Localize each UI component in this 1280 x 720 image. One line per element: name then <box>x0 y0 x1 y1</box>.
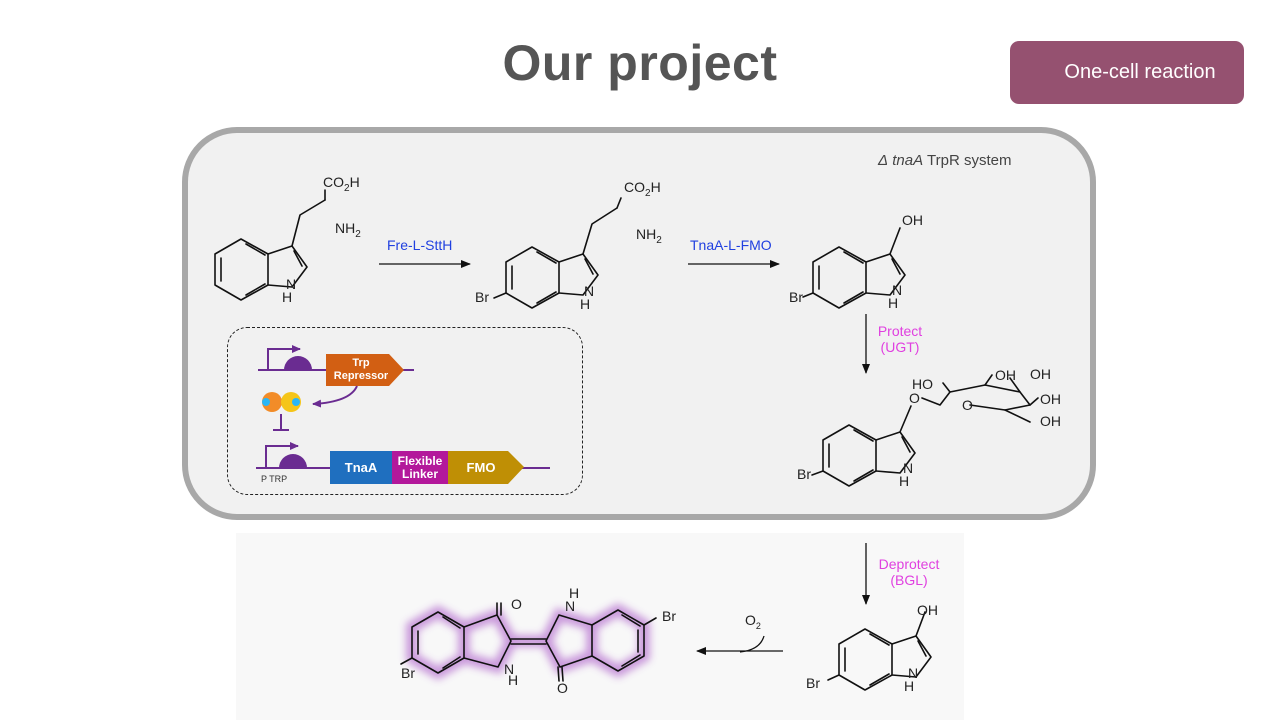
oh-label-1: OH <box>995 367 1016 383</box>
promoter-label: P TRP <box>261 474 288 484</box>
indole-n-label-3: N <box>892 282 903 298</box>
indole-h-label-5: H <box>904 678 915 694</box>
indole-h-label-2: H <box>580 296 591 312</box>
indole-n-label-4: N <box>903 460 914 476</box>
amine-label-2: NH2 <box>636 226 662 246</box>
protect-text: Protect <box>877 323 923 339</box>
nh2-subscript: 2 <box>355 228 361 240</box>
indole-h-label-4: H <box>899 473 910 489</box>
slide-title: Our project <box>502 35 778 91</box>
trp-text: Trp <box>352 357 370 369</box>
deprotect-text: Deprotect <box>878 556 940 572</box>
o-text: O <box>745 612 756 628</box>
bromo-label-4: Br <box>797 466 811 482</box>
nh-text-2: NH <box>636 226 657 242</box>
indigo-bromo-label-1: Br <box>401 665 415 681</box>
co-text: CO <box>323 174 344 190</box>
reaction-arrows <box>379 260 870 655</box>
oh-label-3: OH <box>1040 391 1061 407</box>
ring-o-label: O <box>962 397 973 413</box>
nh-text: NH <box>335 220 356 236</box>
tnaa-construct <box>256 442 550 484</box>
indigo-h-label-1: H <box>569 585 580 601</box>
indole-n-label-2: N <box>584 283 595 299</box>
ugt-text: (UGT) <box>880 339 920 355</box>
repressor-text: Repressor <box>333 370 389 382</box>
delta-symbol: Δ <box>878 152 889 169</box>
indole-h-label-3: H <box>888 295 899 311</box>
ketone-o-label-2: O <box>557 680 568 696</box>
indole-n-label: N <box>286 276 297 292</box>
bromoindoxyl-lower-structure <box>827 611 932 691</box>
bromo-label-2: Br <box>475 289 489 305</box>
h-text: H <box>349 174 360 190</box>
flexible-text: Flexible <box>397 453 443 468</box>
oh-label-2: OH <box>1030 366 1051 382</box>
nh2-subscript-2: 2 <box>656 234 662 246</box>
tryptophan-structure <box>214 189 326 301</box>
amine-label: NH2 <box>335 220 361 240</box>
hydroxyl-label-3: OH <box>902 212 923 228</box>
enzyme-tnaa-l-fmo: TnaA-L-FMO <box>690 237 772 253</box>
tyrian-purple-structure <box>400 602 657 682</box>
indigo-h-label-2: H <box>508 672 519 688</box>
hydroxyl-label-5: OH <box>917 602 938 618</box>
deprotect-step-label: Deprotect(BGL) <box>874 556 944 588</box>
genetic-circuit-box <box>227 327 583 495</box>
system-label-rest: TrpR system <box>923 152 1012 169</box>
indole-h-label: H <box>282 289 293 305</box>
ketone-o-label-1: O <box>511 596 522 612</box>
fmo-block: FMO <box>466 460 496 475</box>
enzyme-fre-l-stth: Fre-L-SttH <box>387 237 453 253</box>
protect-step-label: Protect(UGT) <box>870 323 930 355</box>
one-cell-reaction-badge[interactable]: One-cell reaction <box>1010 41 1244 104</box>
tnaa-gene-label: tnaA <box>892 152 924 169</box>
bgl-text: (BGL) <box>890 572 928 588</box>
carboxyl-label-2: CO2H <box>624 179 661 199</box>
bromotryptophan-structure <box>493 197 622 309</box>
oxygen-label: O2 <box>745 612 761 631</box>
bromo-label-5: Br <box>806 675 820 691</box>
co2-subscript: 2 <box>344 182 350 194</box>
tnaa-block: TnaA <box>344 460 378 475</box>
indigo-n-label-1: N <box>565 598 576 614</box>
indole-n-label-5: N <box>908 665 919 681</box>
h-text-2: H <box>650 179 661 195</box>
indigo-bromo-label-2: Br <box>662 608 676 624</box>
oh-label-4: OH <box>1040 413 1061 429</box>
bromo-label-3: Br <box>789 289 803 305</box>
o2-subscript: 2 <box>755 620 761 631</box>
repressor-construct <box>258 345 414 431</box>
glycosidic-o-label: O <box>909 390 920 406</box>
bromoindoxyl-structure <box>802 227 906 309</box>
system-label: Δ tnaA TrpR system <box>878 152 1011 169</box>
indigo-n-label-2: N <box>504 661 515 677</box>
linker-text: Linker <box>401 466 438 481</box>
co2-subscript-2: 2 <box>645 187 651 199</box>
co-text-2: CO <box>624 179 645 195</box>
glucoside-structure <box>811 374 1039 487</box>
carboxyl-label: CO2H <box>323 174 360 194</box>
ho-label-1: HO <box>912 376 933 392</box>
